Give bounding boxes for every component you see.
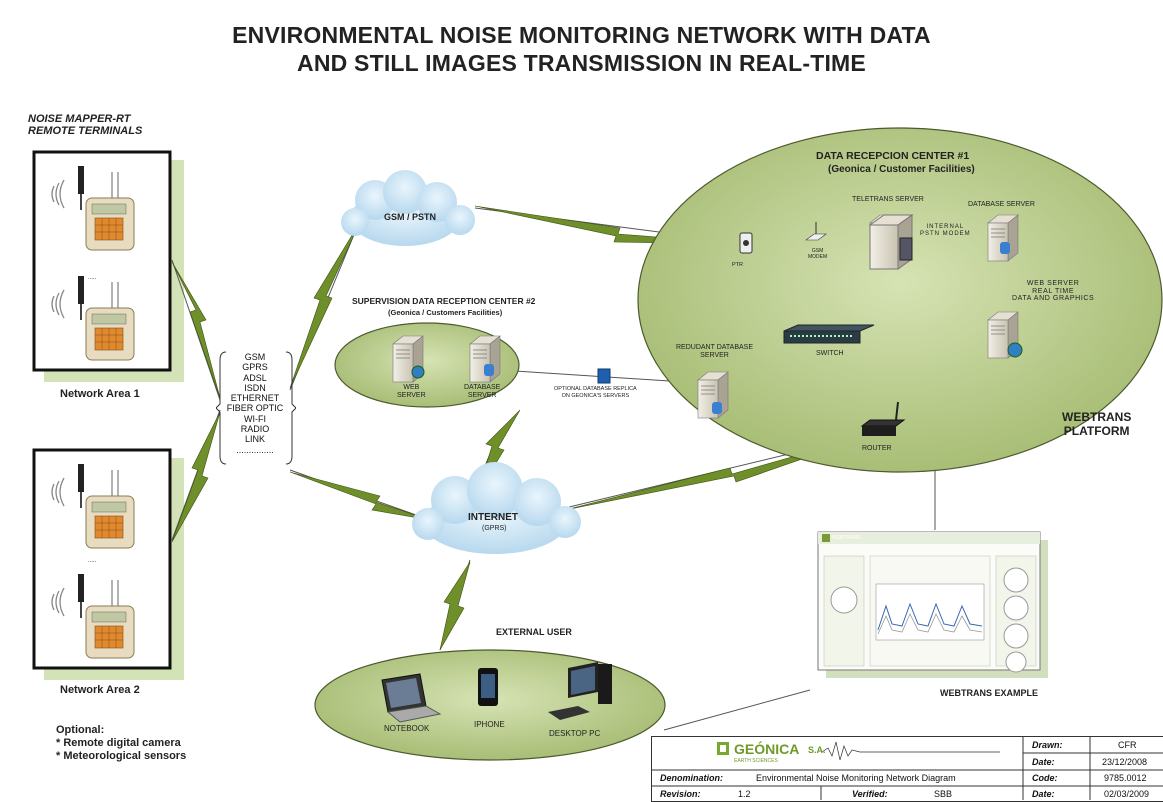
teletrans-server-label: TELETRANS SERVER: [852, 196, 924, 203]
router-label: ROUTER: [862, 445, 892, 452]
center-1-title: DATA RECEPCION CENTER #1: [816, 150, 970, 162]
gsm-pstn-cloud: [341, 170, 475, 246]
switch-label: SWITCH: [816, 350, 844, 357]
webtrans-platform-label: WEBTRANS PLATFORM: [1062, 410, 1132, 438]
drawn-label: Drawn:: [1032, 740, 1063, 750]
center-1-subtitle: (Geonica / Customer Facilities): [828, 164, 975, 175]
desktop-pc-label: DESKTOP PC: [549, 729, 601, 738]
iphone-icon: [478, 668, 498, 706]
gsm-modem-label: GSM MODEM: [808, 248, 828, 260]
terminals-heading: NOISE MAPPER-RT REMOTE TERMINALS: [28, 113, 143, 137]
internet-label: INTERNET: [468, 512, 518, 523]
terminal-separator: .....: [88, 558, 97, 564]
geonica-logo-icon: [717, 741, 1000, 761]
revision-label: Revision:: [660, 789, 701, 799]
iphone-label: IPHONE: [474, 720, 505, 729]
redundant-server-label: REDUDANT DATABASE SERVER: [676, 344, 754, 359]
database-server-icon: [987, 214, 1019, 262]
date-label: Date:: [1032, 789, 1055, 799]
replica-label: OPTIONAL DATABASE REPLICA ON GEONICA'S S…: [554, 386, 637, 399]
webtrans-logo-text: WEBTRANS: [832, 535, 861, 541]
web-server-label: WEB SERVER REAL TIME DATA AND GRAPHICS: [1012, 280, 1095, 302]
diagram-title-line-2: AND STILL IMAGES TRANSMISSION IN REAL-TI…: [297, 50, 866, 76]
title-block: GEÓNICA S.A. EARTH SCIENCES Denomination…: [651, 736, 1163, 802]
date-label: Date:: [1032, 757, 1055, 767]
internal-modem-label: INTERNAL PSTN MODEM: [920, 224, 971, 237]
database-icon: [712, 402, 722, 414]
network-types-braces: [216, 351, 296, 465]
database-icon: [1000, 242, 1010, 254]
external-user-title: EXTERNAL USER: [496, 627, 572, 637]
replica-document-icon: [597, 368, 611, 384]
webtrans-example-label: WEBTRANS EXAMPLE: [940, 688, 1039, 698]
web-server-label: WEB SERVER: [397, 384, 426, 399]
network-area-2-frame: [32, 448, 184, 680]
data-reception-center-1-area: [637, 127, 1163, 473]
denomination-label: Denomination:: [660, 773, 723, 783]
ptr-label: PTR: [732, 262, 743, 268]
globe-icon: [411, 365, 425, 379]
wireless-links: [171, 205, 881, 651]
center-2-subtitle: (Geonica / Customers Facilities): [388, 308, 503, 317]
date-value: 23/12/2008: [1102, 757, 1148, 767]
internet-sub-label: (GPRS): [482, 525, 507, 532]
network-types-list: GSM GPRS ADSL ISDN ETHERNET FIBER OPTIC …: [226, 352, 284, 455]
teletrans-server-icon: [868, 214, 914, 270]
desktop-pc-icon: [548, 662, 612, 720]
notebook-label: NOTEBOOK: [384, 724, 430, 733]
notebook-icon: [381, 673, 442, 723]
verified-value: SBB: [934, 789, 953, 799]
database-icon: [484, 364, 494, 376]
diagram-title-line-1: ENVIRONMENTAL NOISE MONITORING NETWORK W…: [232, 22, 931, 48]
network-area-1-label: Network Area 1: [60, 388, 140, 400]
code-value: 9785.0012: [1104, 773, 1147, 783]
optional-notes: Optional: * Remote digital camera * Mete…: [56, 724, 187, 762]
date-value: 02/03/2009: [1104, 789, 1150, 799]
center-2-title: SUPERVISION DATA RECEPTION CENTER #2: [352, 296, 536, 306]
database-server-label: DATABASE SERVER: [464, 384, 501, 399]
code-label: Code:: [1032, 773, 1058, 783]
denomination-value: Environmental Noise Monitoring Network D…: [756, 773, 956, 783]
gsm-pstn-label: GSM / PSTN: [384, 212, 437, 222]
company-subtitle: EARTH SCIENCES: [734, 758, 778, 764]
router-icon: [860, 401, 906, 436]
title-block-grid: [651, 736, 1163, 800]
terminal-separator: .....: [88, 275, 97, 281]
revision-value: 1.2: [738, 789, 751, 799]
company-suffix: S.A.: [808, 745, 826, 755]
network-area-2-label: Network Area 2: [60, 684, 140, 696]
company-name: GEÓNICA: [734, 741, 800, 757]
gsm-modem-icon: [805, 222, 827, 241]
webtrans-example-screenshot: [817, 531, 1048, 678]
globe-icon: [1007, 342, 1023, 358]
switch-icon: [783, 324, 875, 344]
verified-label: Verified:: [852, 789, 888, 799]
database-server-label: DATABASE SERVER: [968, 201, 1035, 208]
drawn-value: CFR: [1118, 740, 1137, 750]
internet-cloud: [412, 462, 581, 554]
